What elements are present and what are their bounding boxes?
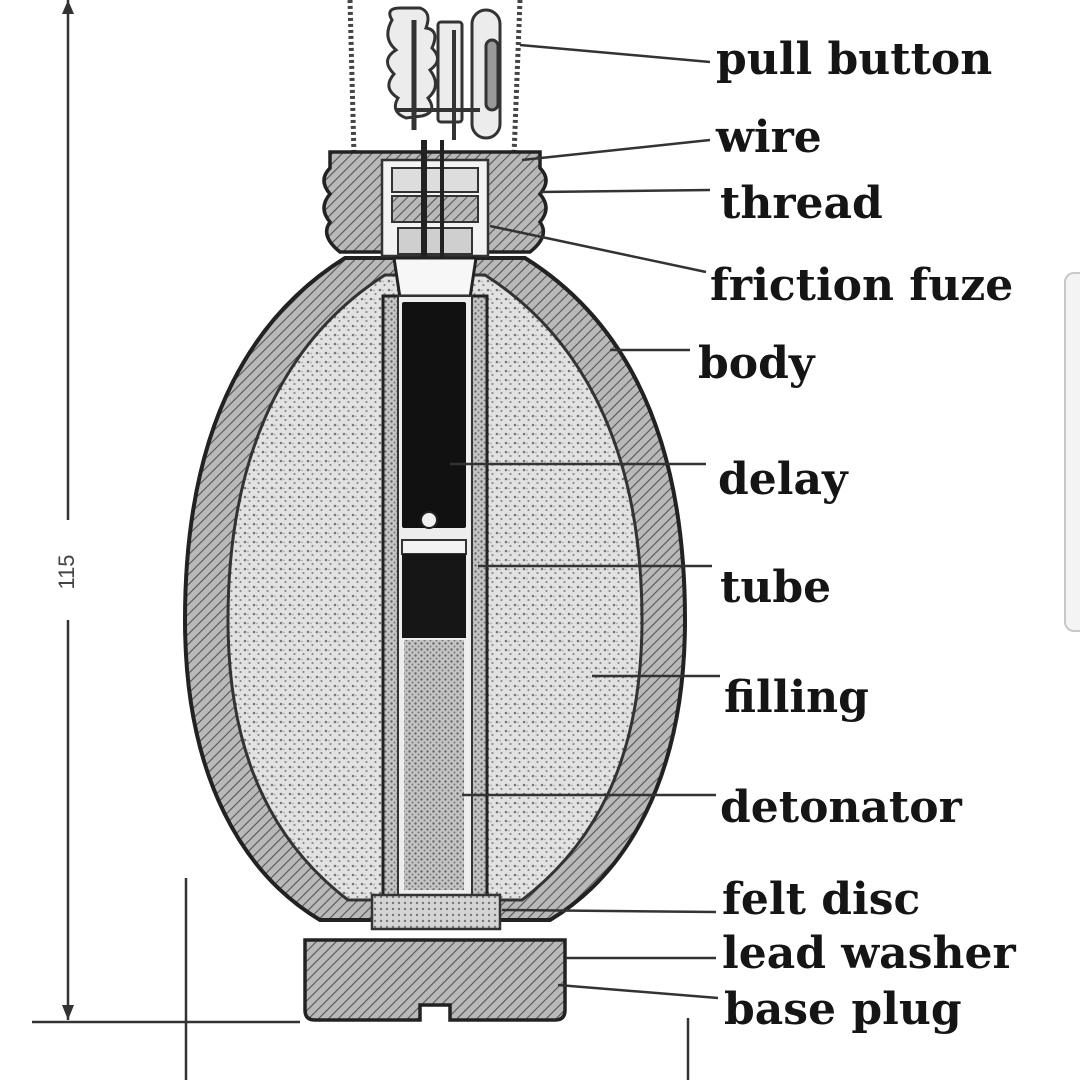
leader-lines — [450, 43, 720, 1000]
label-filling: filling — [724, 672, 869, 723]
label-friction-fuze: friction fuze — [710, 260, 1013, 311]
label-pull-button: pull button — [716, 34, 992, 85]
central-tube — [381, 294, 489, 898]
dimension-label-height: 115 — [54, 554, 79, 589]
friction-fuze — [392, 256, 478, 300]
detonator-charge — [402, 554, 466, 638]
delay-element — [402, 302, 466, 528]
label-detonator: detonator — [720, 782, 963, 833]
label-wire: wire — [715, 112, 822, 163]
label-thread: thread — [720, 178, 883, 229]
neck-thread — [322, 140, 548, 262]
pull-button — [386, 6, 502, 140]
label-felt-disc: felt disc — [722, 874, 920, 925]
wire-strands — [347, 0, 523, 156]
label-body: body — [698, 338, 816, 389]
base-plug — [303, 938, 567, 1022]
label-base-plug: base plug — [724, 984, 962, 1035]
dimension-line-height — [62, 0, 74, 1020]
detonator-filler — [404, 640, 464, 890]
label-delay: delay — [718, 454, 849, 505]
label-tube: tube — [720, 562, 831, 613]
felt-disc — [370, 893, 502, 931]
label-lead-washer: lead washer — [722, 928, 1016, 979]
scroll-edge-tab[interactable] — [1064, 272, 1080, 632]
